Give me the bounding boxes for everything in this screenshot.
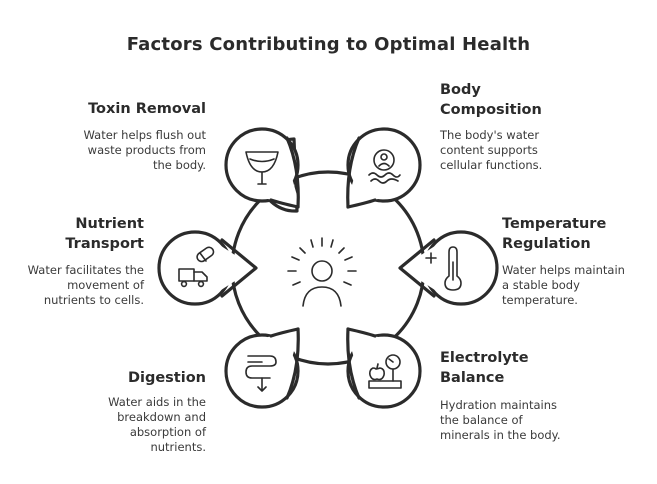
diagram-title: Factors Contributing to Optimal Health [126, 34, 531, 55]
factor-title-body: Body Composition [440, 82, 542, 118]
bubble-digestion [224, 327, 300, 409]
bubble-electrolyte [346, 327, 422, 409]
filter-cup-icon [245, 151, 279, 185]
person-in-water-icon [368, 149, 401, 184]
factor-desc-temperature: Water helps maintain a stable body tempe… [502, 263, 625, 307]
bubble-temperature [398, 230, 499, 306]
thermometer-icon [425, 246, 462, 291]
truck-with-pill-icon [178, 246, 215, 288]
person-with-radiating-glow-icon [287, 237, 357, 307]
factor-title-temperature: Temperature Regulation [502, 216, 607, 252]
bubble-toxin [224, 127, 300, 213]
factor-desc-digestion: Water aids in the breakdown and absorpti… [108, 395, 206, 454]
factor-desc-body: The body's water content supports cellul… [440, 128, 543, 172]
intestine-icon [245, 355, 277, 392]
factor-title-digestion: Digestion [127, 370, 206, 386]
factor-title-toxin: Toxin Removal [88, 101, 206, 117]
factor-desc-toxin: Water helps flush out waste products fro… [83, 128, 206, 172]
factor-title-electrolyte: Electrolyte Balance [440, 350, 529, 386]
bubble-body [346, 127, 422, 209]
factor-desc-nutrient: Water facilitates the movement of nutrie… [27, 263, 144, 307]
factor-title-nutrient: Nutrient Transport [65, 216, 144, 252]
factor-desc-electrolyte: Hydration maintains the balance of miner… [440, 398, 561, 442]
scale-with-apple-icon [368, 354, 402, 389]
